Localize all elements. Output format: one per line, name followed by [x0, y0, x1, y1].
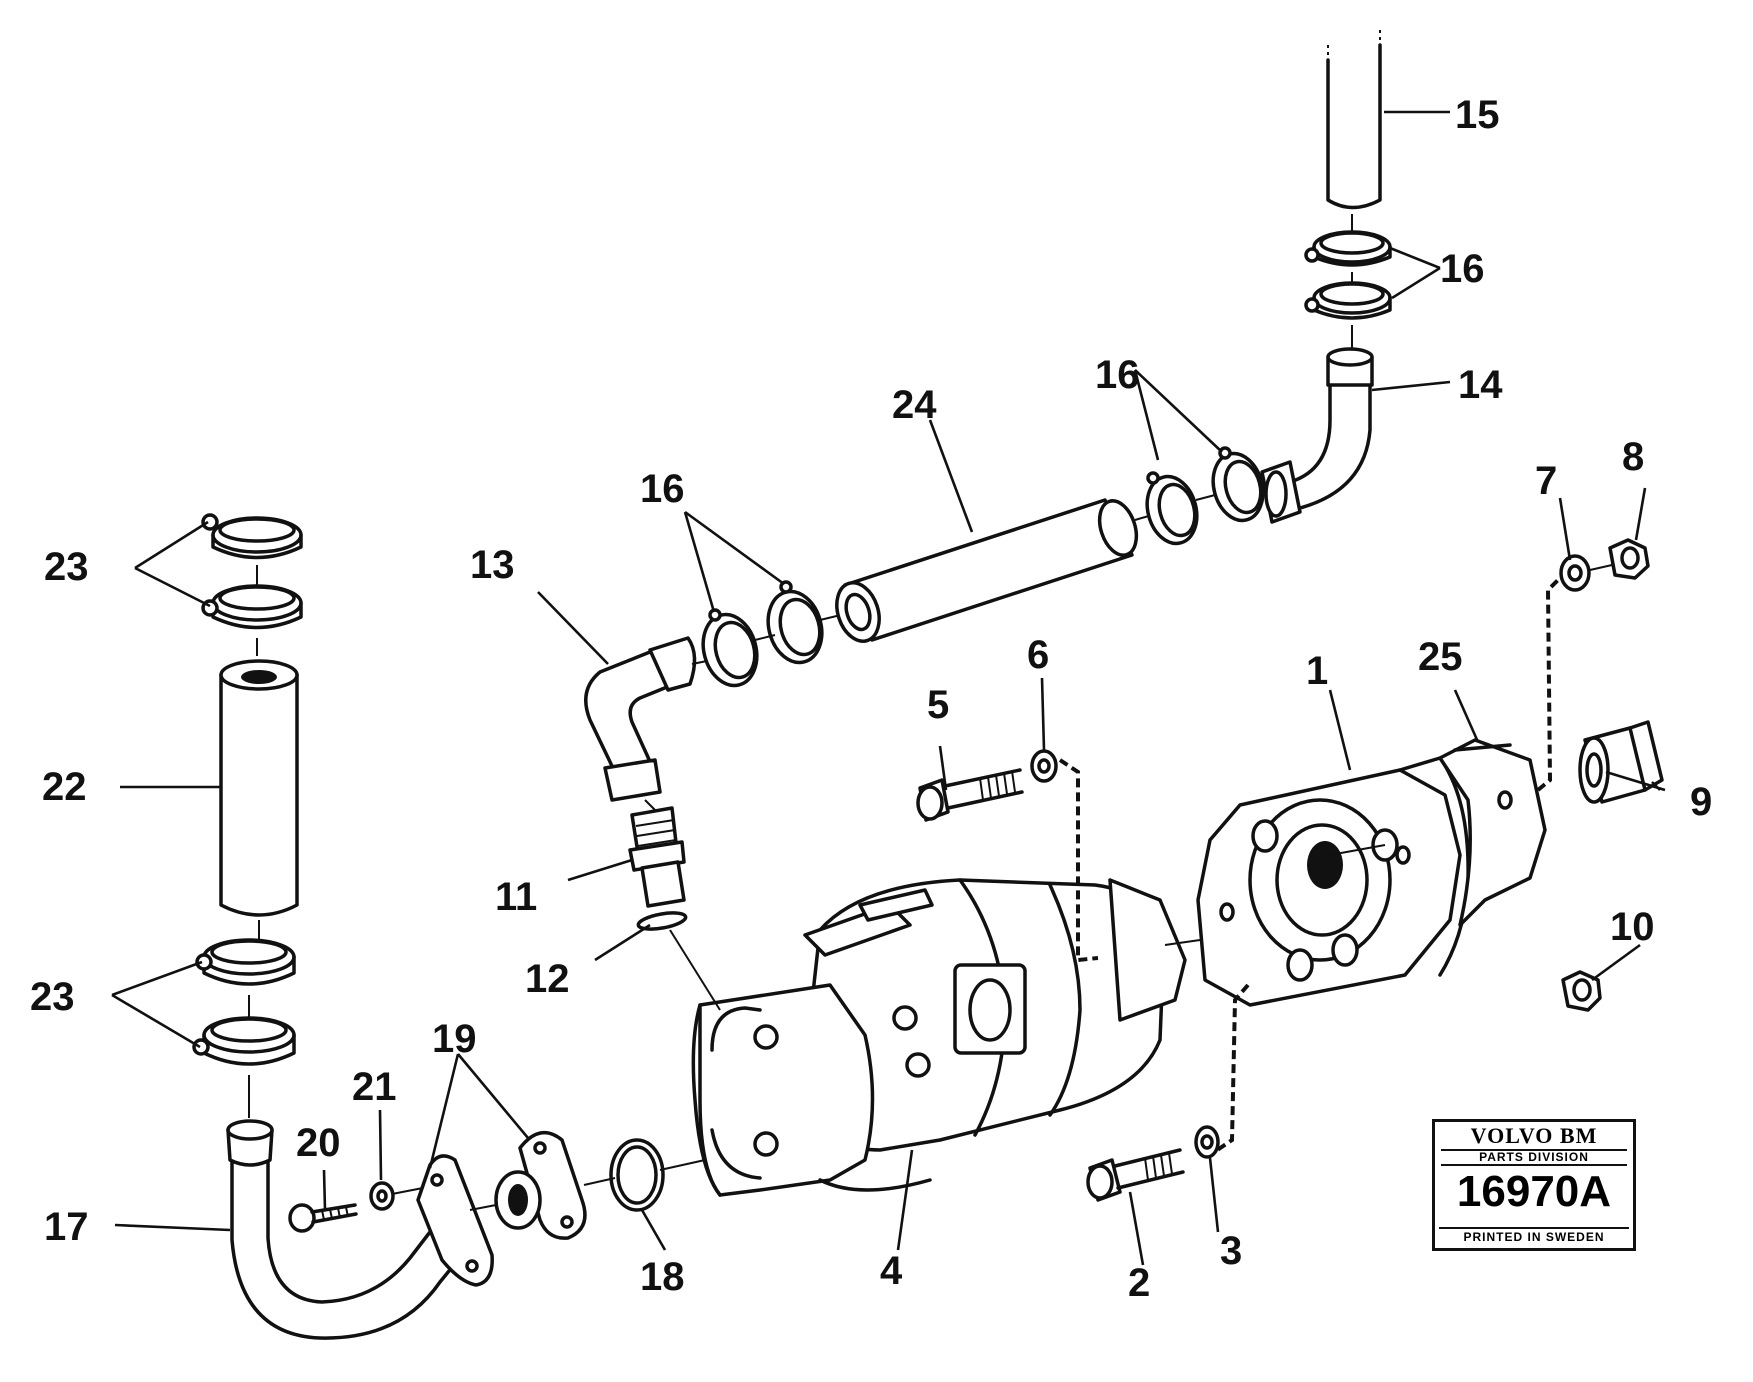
callout-2: 2: [1128, 1261, 1150, 1305]
callout-4: 4: [880, 1249, 903, 1293]
hose-elbow-14: [1260, 347, 1374, 524]
clamp-23-bottom-lower: [192, 1016, 296, 1066]
stamp-division: PARTS DIVISION: [1441, 1149, 1627, 1166]
clamp-23-top-lower: [201, 584, 303, 630]
clamp-16-top-a: [1304, 230, 1392, 267]
bolt-20: [288, 1203, 358, 1233]
callout-9: 9: [1690, 780, 1712, 824]
callout-25: 25: [1418, 635, 1463, 679]
callout-3: 3: [1220, 1229, 1242, 1273]
hose-22: [219, 659, 299, 917]
stamp-printed-in: PRINTED IN SWEDEN: [1439, 1227, 1629, 1245]
callout-5: 5: [927, 683, 949, 727]
nut-8: [1608, 538, 1650, 580]
callout-16-top: 16: [1440, 247, 1485, 291]
clamp-16-left-a: [701, 608, 759, 688]
callout-12: 12: [525, 957, 570, 1001]
callout-11: 11: [495, 875, 537, 919]
spline-coupling-9: [1578, 720, 1664, 804]
washer-21: [369, 1181, 395, 1211]
stamp-illustration-number: 16970A: [1456, 1167, 1612, 1216]
callout-1: 1: [1306, 649, 1328, 693]
callout-21: 21: [352, 1065, 397, 1109]
callout-6: 6: [1027, 633, 1049, 677]
parts-catalog-stamp: VOLVO BM PARTS DIVISION 16970A PRINTED I…: [1432, 1119, 1636, 1251]
clamp-23-top-upper: [201, 513, 303, 560]
hose-15: [1326, 30, 1382, 210]
callout-16-left: 16: [640, 467, 685, 511]
bolt-5: [916, 768, 1024, 822]
clamp-16-left-b: [766, 580, 824, 665]
callout-13: 13: [470, 543, 515, 587]
hose-24: [835, 498, 1139, 643]
hydraulic-pump-4: [691, 878, 1187, 1197]
flange-half-19-right: [494, 1130, 587, 1240]
clamp-16-mid-b: [1211, 446, 1265, 523]
clamp-23-bottom-upper: [195, 938, 296, 986]
washer-3: [1194, 1125, 1220, 1159]
washer-6: [1030, 749, 1058, 783]
pump-housing-25: [1438, 738, 1547, 927]
callout-22: 22: [42, 765, 87, 809]
elbow-fitting-13: [584, 636, 697, 802]
stamp-brand: VOLVO BM: [1470, 1123, 1598, 1148]
bolt-2: [1086, 1148, 1185, 1202]
hose-elbow-17: [226, 1119, 464, 1340]
callout-18: 18: [640, 1255, 685, 1299]
seal-ring-12: [636, 911, 688, 931]
flange-half-19-left: [416, 1154, 494, 1287]
callout-20: 20: [296, 1121, 341, 1165]
callout-23-bottom: 23: [30, 975, 75, 1019]
clamp-16-mid-a: [1145, 471, 1199, 546]
callout-7: 7: [1535, 459, 1557, 503]
callout-17: 17: [44, 1205, 89, 1249]
callout-19: 19: [432, 1017, 477, 1061]
leader-lines: [111, 110, 1666, 1266]
nipple-11: [628, 806, 686, 908]
callout-15: 15: [1455, 93, 1500, 137]
callout-8: 8: [1622, 435, 1644, 479]
callout-labels: 1 2 3 4 5 6 7 8 9 10 11 12 13 14 15 16 1…: [30, 93, 1712, 1305]
callout-23-top: 23: [44, 545, 89, 589]
washer-7: [1559, 554, 1591, 592]
clamp-16-top-b: [1304, 281, 1392, 320]
callout-10: 10: [1610, 905, 1655, 949]
nut-10: [1561, 970, 1602, 1012]
adapter-housing-1: [1196, 756, 1470, 1007]
callout-24: 24: [892, 383, 937, 427]
callout-16-mid: 16: [1095, 353, 1140, 397]
o-ring-18: [609, 1138, 665, 1212]
callout-14: 14: [1458, 363, 1503, 407]
